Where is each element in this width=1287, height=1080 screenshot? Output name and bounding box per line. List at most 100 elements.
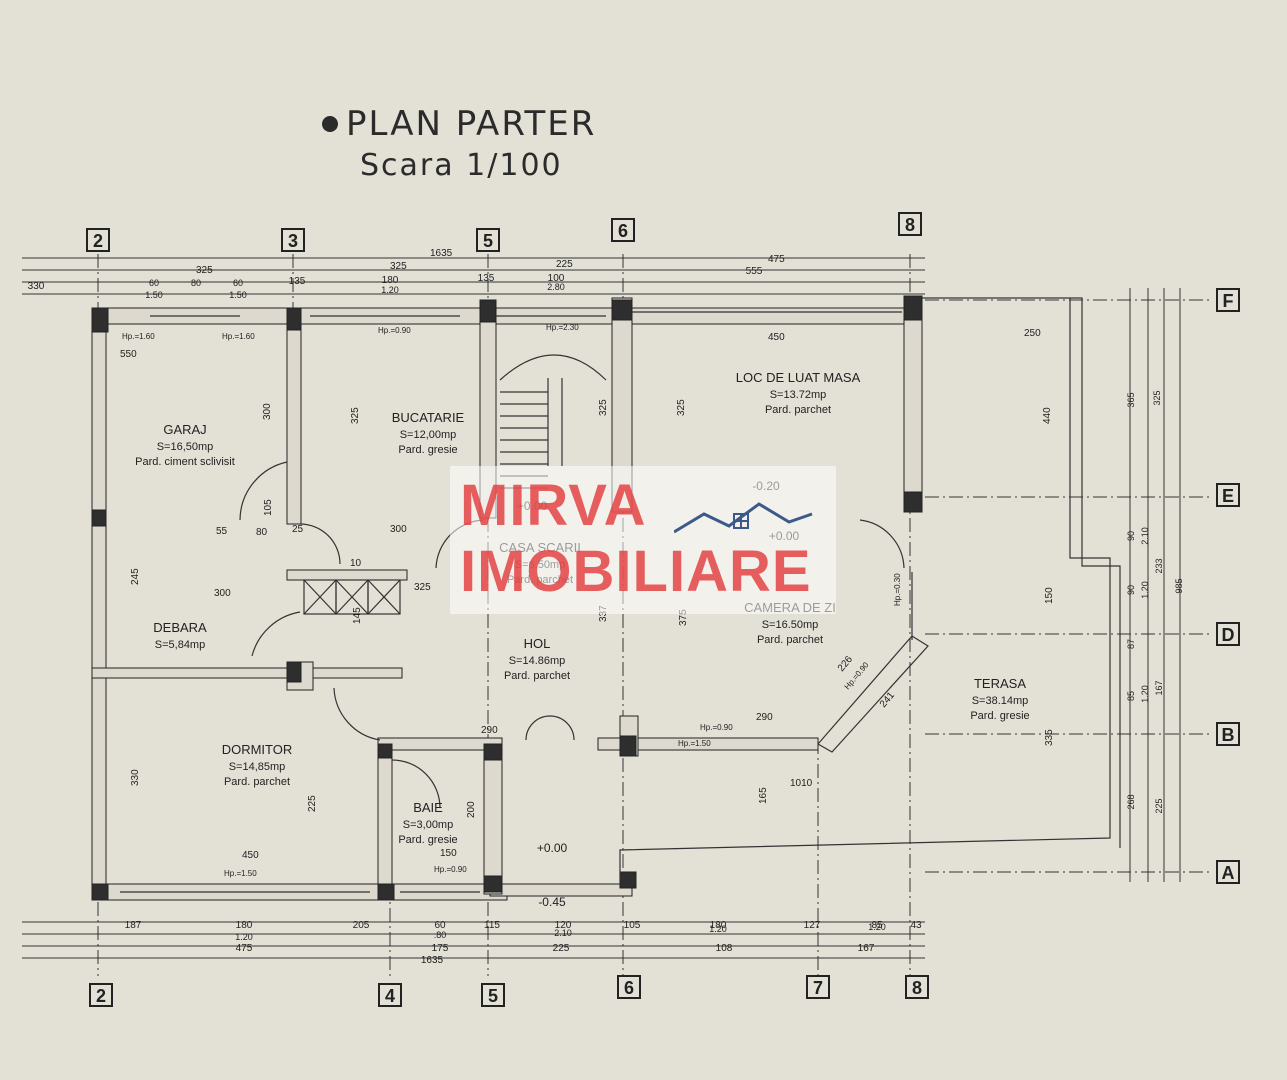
interior-dim: 241 (878, 690, 897, 710)
interior-dim: 25 (292, 524, 304, 535)
pillar (903, 491, 923, 513)
axis-label-right: F (1223, 291, 1234, 311)
room-area-garaj: S=16,50mp (157, 441, 214, 453)
dim-top: 1635 (430, 248, 453, 259)
room-floor-loc-masa: Pard. parchet (765, 404, 831, 416)
door-swing (859, 519, 905, 569)
room-floor-terasa: Pard. gresie (970, 710, 1029, 722)
axis-label-right: D (1222, 625, 1235, 645)
wall (91, 667, 403, 679)
pillar (619, 735, 637, 757)
axis-marker-box (905, 975, 929, 999)
dim-bottom: 1.20 (868, 922, 886, 932)
dim-bottom: 105 (624, 920, 641, 931)
pillar (91, 509, 107, 527)
plan-title: PLAN PARTER (322, 104, 596, 144)
door-swing (299, 523, 341, 565)
room-floor-hol: Pard. parchet (504, 670, 570, 682)
level-mark: +0.00 (537, 841, 568, 855)
window-note: Hp.=1.60 (122, 332, 155, 341)
interior-dim: 440 (1042, 407, 1053, 424)
dim-top: 1.50 (229, 290, 247, 300)
interior-dim: 450 (242, 850, 259, 861)
door-swing (251, 611, 301, 657)
window-note: Hp.=1.50 (678, 739, 711, 748)
plan-title-text: PLAN PARTER (346, 104, 597, 144)
dim-bottom: 180 (710, 920, 727, 931)
pillar (611, 299, 633, 321)
axis-label-bottom: 8 (912, 978, 922, 998)
axis-marker-box (86, 228, 110, 252)
dim-bottom: 167 (858, 943, 875, 954)
window-note: Hp.=0.90 (378, 326, 411, 335)
interior-dim: 325 (414, 582, 431, 593)
dim-top: 1.50 (145, 290, 163, 300)
dim-top: 555 (746, 266, 763, 277)
interior-dim: 325 (598, 399, 609, 416)
dim-right: 1.20 (1140, 685, 1150, 703)
interior-dim: 10 (350, 558, 362, 569)
dim-top: 330 (28, 281, 45, 292)
dim-right: 233 (1154, 558, 1164, 573)
level-mark: -0.45 (538, 895, 566, 909)
room-name-terasa: TERASA (974, 676, 1026, 691)
room-floor-garaj: Pard. ciment sclivisit (135, 456, 235, 468)
room-floor-baie: Pard. gresie (398, 834, 457, 846)
pillar (286, 307, 302, 331)
interior-dim: 330 (130, 769, 141, 786)
room-name-baie: BAIE (413, 800, 443, 815)
wall (286, 569, 408, 581)
dim-bottom: 475 (236, 943, 253, 954)
axis-marker-box (281, 228, 305, 252)
interior-dim: 250 (1024, 328, 1041, 339)
pillar (619, 871, 637, 889)
interior-dim: 245 (130, 568, 141, 585)
room-name-dormitor: DORMITOR (222, 742, 293, 757)
dim-right: 325 (1152, 390, 1162, 405)
interior-dim: 226 (836, 654, 855, 674)
dim-bottom: .80 (434, 930, 447, 940)
axis-marker-box (378, 983, 402, 1007)
axis-marker-box (89, 983, 113, 1007)
watermark-line2: IMOBILIARE (460, 539, 812, 604)
stair-curve (499, 354, 607, 381)
dim-top: 325 (196, 265, 213, 276)
room-name-loc-masa: LOC DE LUAT MASA (736, 370, 861, 385)
interior-dim: 550 (120, 349, 137, 360)
dim-bottom: 187 (125, 920, 142, 931)
interior-dim: 290 (756, 712, 773, 723)
wall (377, 737, 503, 751)
dim-right: 90 (1126, 585, 1136, 595)
dim-top: 80 (191, 278, 201, 288)
axis-marker-box (1216, 722, 1240, 746)
dim-right: 85 (1126, 691, 1136, 701)
dim-bottom: 175 (432, 943, 449, 954)
interior-dim: 150 (440, 848, 457, 859)
pillar (377, 743, 393, 759)
room-name-hol: HOL (524, 636, 551, 651)
dim-right: 985 (1174, 578, 1184, 593)
plan-title-block: PLAN PARTER Scara 1/100 (322, 104, 596, 183)
storage-cross (335, 579, 369, 615)
pillar (91, 307, 109, 333)
dim-top: 1.20 (381, 285, 399, 295)
room-area-loc-masa: S=13.72mp (770, 389, 827, 401)
dim-right: 225 (1154, 798, 1164, 813)
dim-bottom: 1635 (421, 955, 444, 966)
terrace-outline (1070, 297, 1121, 848)
room-floor-bucatarie: Pard. gresie (398, 444, 457, 456)
interior-dim: 300 (390, 524, 407, 535)
house-logo-icon (674, 502, 813, 534)
wall (91, 307, 107, 899)
door-swing (239, 461, 288, 521)
interior-dim: 335 (1044, 729, 1055, 746)
interior-dim: 55 (216, 526, 228, 537)
axis-label-top: 2 (93, 231, 103, 251)
dim-bottom: 1.20 (235, 932, 253, 942)
axis-marker-box (617, 975, 641, 999)
wall (483, 743, 503, 895)
dim-bottom: 205 (353, 920, 370, 931)
interior-dim: 450 (768, 332, 785, 343)
dim-bottom: 127 (804, 920, 821, 931)
room-name-debara: DEBARA (153, 620, 207, 635)
